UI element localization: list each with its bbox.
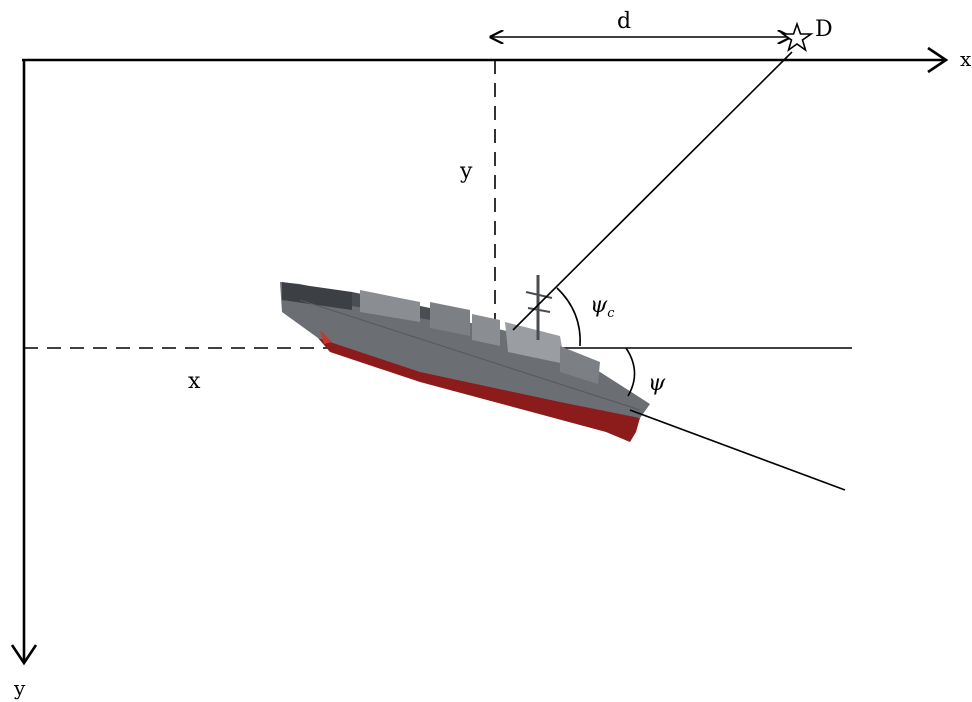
angle-psi-c-arc [556,287,581,347]
y-axis-arrowhead [10,644,38,666]
x-axis-label: x [960,47,972,71]
destination-label: D [815,17,833,42]
ship-x-label: x [188,369,201,394]
angle-psi-arc [625,347,636,397]
distance-d-label: d [617,9,631,34]
ship-y-label: y [459,159,473,184]
angle-psi-c-label: ψc [590,293,615,321]
y-axis-label: y [13,676,26,700]
x-axis-arrowhead [927,46,949,74]
line-to-destination [512,51,793,331]
heading-line [629,409,846,491]
angle-psi-label: ψ [648,371,666,396]
ship-icon [280,275,650,442]
star-icon [780,21,814,52]
